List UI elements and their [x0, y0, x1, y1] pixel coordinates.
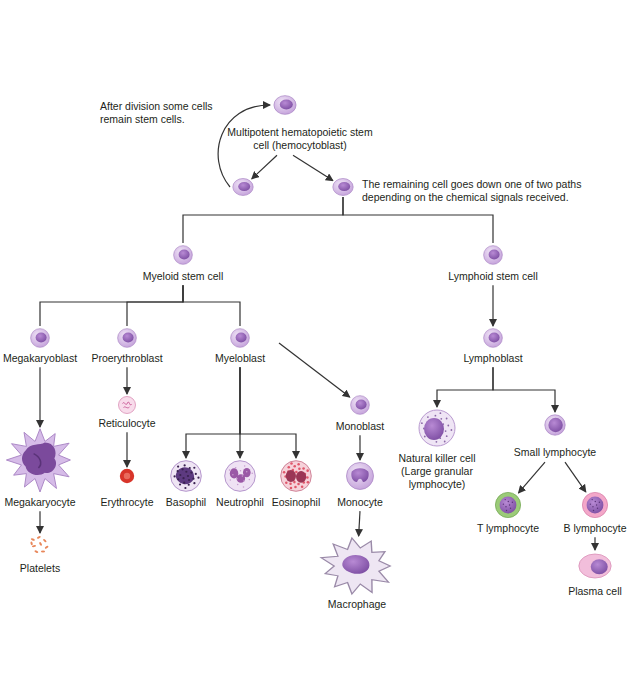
cell-label: Macrophage	[322, 598, 392, 611]
cell-node: Reticulocyte	[117, 395, 137, 415]
cell-icon	[279, 459, 313, 493]
cell-label: After division some cells remain stem ce…	[100, 100, 218, 126]
lineage-arrow	[126, 432, 127, 467]
cell-node: Erythrocyte	[119, 468, 135, 484]
cell-icon	[29, 327, 51, 349]
cell-icon	[117, 395, 137, 415]
lineage-arrow	[186, 367, 240, 458]
lineage-arrow	[183, 285, 240, 326]
lineage-arrow	[359, 511, 360, 536]
cell-label: Erythrocyte	[92, 496, 162, 509]
cell-icon	[322, 538, 392, 594]
lineage-arrow	[240, 367, 296, 458]
cell-icon	[172, 244, 194, 266]
lineage-arrow	[39, 367, 40, 427]
cell-icon	[8, 428, 72, 492]
cell-label: Natural killer cell (Large granular lymp…	[387, 452, 487, 491]
lineage-arrow	[343, 197, 493, 243]
cell-node: B lymphocyte	[581, 491, 609, 519]
cell-node: Natural killer cell (Large granular lymp…	[417, 408, 457, 448]
lineage-arrow	[39, 511, 40, 533]
cell-label: Lymphoid stem cell	[443, 270, 543, 283]
lineage-arrow	[437, 367, 493, 407]
lineage-arrow	[359, 435, 360, 460]
cell-label: Reticulocyte	[87, 417, 167, 430]
cell-node: Megakaryocyte	[8, 428, 72, 492]
cell-icon	[543, 413, 567, 437]
lineage-arrow	[126, 367, 127, 394]
lineage-arrow	[252, 155, 277, 179]
cell-node: Small lymphocyte	[543, 413, 567, 437]
lineage-arrow	[519, 462, 546, 493]
cell-icon	[331, 177, 355, 197]
cell-label: Multipotent hematopoietic stem cell (hem…	[225, 126, 375, 152]
cell-icon	[581, 491, 609, 519]
cell-node: Monoblast	[349, 394, 371, 416]
cell-label: Plasma cell	[563, 585, 627, 598]
lineage-arrow	[40, 285, 183, 326]
cell-node: Monocyte	[345, 461, 375, 491]
cell-label: Megakaryocyte	[2, 496, 78, 509]
cell-icon	[482, 327, 504, 349]
cell-node: Platelets	[28, 534, 52, 556]
cell-node: The remaining cell goes down one of two …	[331, 177, 355, 197]
cell-node: Basophil	[169, 459, 203, 493]
lineage-arrow	[279, 343, 350, 397]
lineage-arrow	[493, 367, 555, 412]
cell-node: Proerythroblast	[116, 327, 138, 349]
cell-label: The remaining cell goes down one of two …	[362, 178, 628, 204]
cell-node: Neutrophil	[223, 459, 257, 493]
cell-icon	[119, 468, 135, 484]
cell-label: Myeloid stem cell	[133, 270, 233, 283]
lineage-arrow	[492, 285, 493, 326]
cell-icon	[169, 459, 203, 493]
cell-label: Eosinophil	[267, 496, 325, 509]
cell-node: Megakaryoblast	[29, 327, 51, 349]
cell-icon	[578, 551, 612, 581]
cell-node: T lymphocyte	[494, 491, 522, 519]
cell-icon	[28, 534, 52, 556]
cell-node: Multipotent hematopoietic stem cell (hem…	[272, 94, 298, 116]
cell-icon	[494, 491, 522, 519]
cell-icon	[231, 177, 255, 197]
cell-label: Basophil	[160, 496, 212, 509]
cell-node: Plasma cell	[578, 551, 612, 581]
lineage-arrow	[565, 462, 586, 492]
cell-icon	[349, 394, 371, 416]
cell-node: Eosinophil	[279, 459, 313, 493]
cell-node: Lymphoblast	[482, 327, 504, 349]
lineage-arrow	[183, 197, 343, 243]
cell-label: Myeloblast	[205, 352, 275, 365]
cell-label: B lymphocyte	[560, 522, 630, 535]
cell-label: Megakaryoblast	[1, 352, 79, 365]
cell-icon	[272, 94, 298, 116]
cell-node: Myeloid stem cell	[172, 244, 194, 266]
cell-node: Myeloblast	[229, 327, 251, 349]
cell-node: Lymphoid stem cell	[482, 244, 504, 266]
cell-icon	[345, 461, 375, 491]
cell-icon	[417, 408, 457, 448]
cell-label: T lymphocyte	[472, 522, 544, 535]
lineage-arrow	[594, 537, 595, 550]
cell-icon	[223, 459, 257, 493]
lineage-arrow	[127, 285, 183, 326]
cell-label: Platelets	[10, 562, 70, 575]
cell-icon	[482, 244, 504, 266]
cell-icon	[116, 327, 138, 349]
cell-node: Macrophage	[322, 538, 392, 594]
lineage-arrow	[293, 155, 333, 180]
cell-node: After division some cells remain stem ce…	[231, 177, 255, 197]
cell-label: Monoblast	[325, 420, 395, 433]
cell-label: Neutrophil	[212, 496, 268, 509]
cell-label: Monocyte	[330, 496, 390, 509]
cell-label: Small lymphocyte	[509, 446, 601, 459]
cell-icon	[229, 327, 251, 349]
cell-label: Lymphoblast	[453, 352, 533, 365]
cell-label: Proerythroblast	[85, 352, 169, 365]
